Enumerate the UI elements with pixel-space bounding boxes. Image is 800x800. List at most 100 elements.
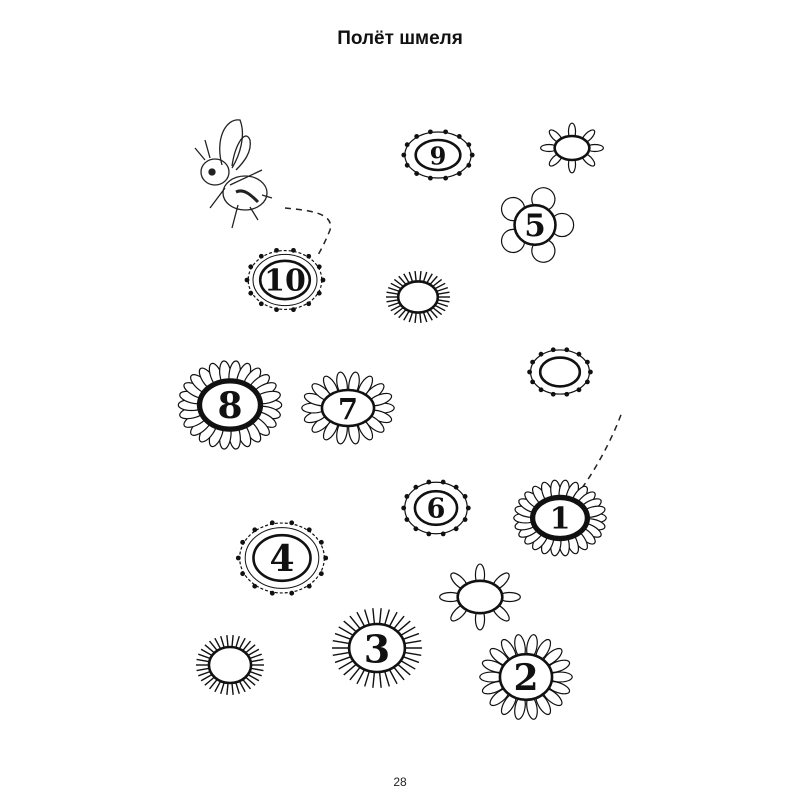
petal bbox=[422, 271, 428, 283]
flower-number: 6 bbox=[427, 494, 446, 525]
petal bbox=[208, 640, 218, 652]
flower-center bbox=[532, 497, 588, 539]
petal bbox=[383, 670, 390, 687]
petal bbox=[388, 669, 398, 685]
petal bbox=[398, 308, 407, 319]
petal bbox=[364, 609, 371, 626]
petal bbox=[343, 620, 357, 633]
petal bbox=[453, 526, 459, 532]
flower-6: 6 bbox=[401, 479, 471, 537]
bumblebee-icon bbox=[194, 119, 273, 229]
flower-blank bbox=[439, 563, 521, 631]
petal bbox=[466, 162, 472, 168]
petal bbox=[247, 648, 260, 657]
flower-2: 2 bbox=[479, 634, 573, 720]
page-title: Полёт шмеля bbox=[337, 28, 463, 49]
flower-center bbox=[538, 356, 582, 388]
petal bbox=[402, 632, 420, 640]
petal bbox=[208, 678, 218, 690]
petal bbox=[334, 656, 352, 664]
petal bbox=[356, 669, 366, 685]
petal bbox=[378, 608, 382, 625]
petal bbox=[231, 635, 234, 648]
flower-center bbox=[320, 388, 376, 428]
petal bbox=[414, 271, 417, 282]
petal bbox=[200, 648, 213, 657]
petal bbox=[245, 676, 256, 686]
page-number: 28 bbox=[393, 775, 407, 789]
petal bbox=[466, 142, 472, 148]
petal bbox=[306, 527, 312, 533]
petal bbox=[238, 680, 246, 693]
flower-center bbox=[498, 652, 554, 702]
flower-center bbox=[396, 280, 440, 314]
petal bbox=[387, 286, 400, 293]
petal bbox=[383, 609, 390, 626]
petal bbox=[332, 651, 350, 657]
petal bbox=[378, 671, 382, 688]
petal bbox=[434, 282, 446, 290]
petal bbox=[400, 626, 416, 636]
petal bbox=[214, 680, 222, 693]
flower-center bbox=[456, 579, 504, 615]
petal bbox=[250, 667, 264, 672]
petal bbox=[372, 608, 376, 625]
petal bbox=[390, 282, 402, 290]
outer-ring bbox=[252, 253, 318, 307]
flower-number: 8 bbox=[217, 385, 242, 427]
flower-center bbox=[199, 380, 261, 430]
petal bbox=[588, 369, 593, 375]
petal bbox=[196, 667, 210, 672]
petal bbox=[386, 299, 399, 303]
petal bbox=[432, 306, 443, 316]
petal bbox=[393, 615, 405, 630]
petal bbox=[235, 635, 240, 648]
petal bbox=[349, 666, 361, 681]
petal bbox=[220, 635, 225, 648]
petal bbox=[414, 312, 417, 323]
petal bbox=[258, 301, 264, 307]
flower-blank bbox=[540, 122, 604, 174]
petal bbox=[404, 142, 410, 148]
petal bbox=[242, 678, 252, 690]
petal bbox=[306, 253, 312, 259]
flower-8: 8 bbox=[177, 360, 283, 450]
petal bbox=[196, 658, 210, 663]
petal bbox=[404, 651, 422, 657]
flower-number: 10 bbox=[264, 264, 306, 299]
petal bbox=[402, 656, 420, 664]
flower-blank bbox=[196, 635, 264, 695]
petal bbox=[252, 583, 258, 589]
outer-ring bbox=[529, 349, 591, 395]
petal bbox=[437, 291, 450, 295]
petal bbox=[249, 670, 262, 677]
petal bbox=[198, 653, 211, 660]
petal bbox=[393, 666, 405, 681]
flower-center bbox=[414, 138, 462, 172]
dashed-path-end bbox=[581, 411, 623, 489]
flower-3: 3 bbox=[332, 608, 422, 688]
petal bbox=[419, 271, 422, 282]
petal bbox=[198, 670, 211, 677]
flower-1: 1 bbox=[513, 479, 607, 557]
petal bbox=[306, 583, 312, 589]
petal bbox=[388, 611, 398, 627]
flower-number: 2 bbox=[513, 657, 538, 699]
flower-center bbox=[207, 645, 253, 685]
outer-ring bbox=[404, 481, 468, 535]
petal bbox=[356, 611, 366, 627]
petal bbox=[426, 310, 433, 321]
petal bbox=[238, 637, 246, 650]
petal bbox=[408, 271, 414, 283]
petal bbox=[247, 673, 260, 682]
petal bbox=[226, 635, 229, 648]
petal bbox=[398, 275, 407, 286]
petal bbox=[437, 299, 450, 303]
petal bbox=[397, 663, 411, 676]
petal bbox=[204, 676, 215, 686]
petal bbox=[387, 301, 400, 308]
petal bbox=[245, 644, 256, 654]
petal bbox=[436, 301, 449, 308]
outer-ring bbox=[404, 131, 472, 179]
petal bbox=[258, 253, 264, 259]
